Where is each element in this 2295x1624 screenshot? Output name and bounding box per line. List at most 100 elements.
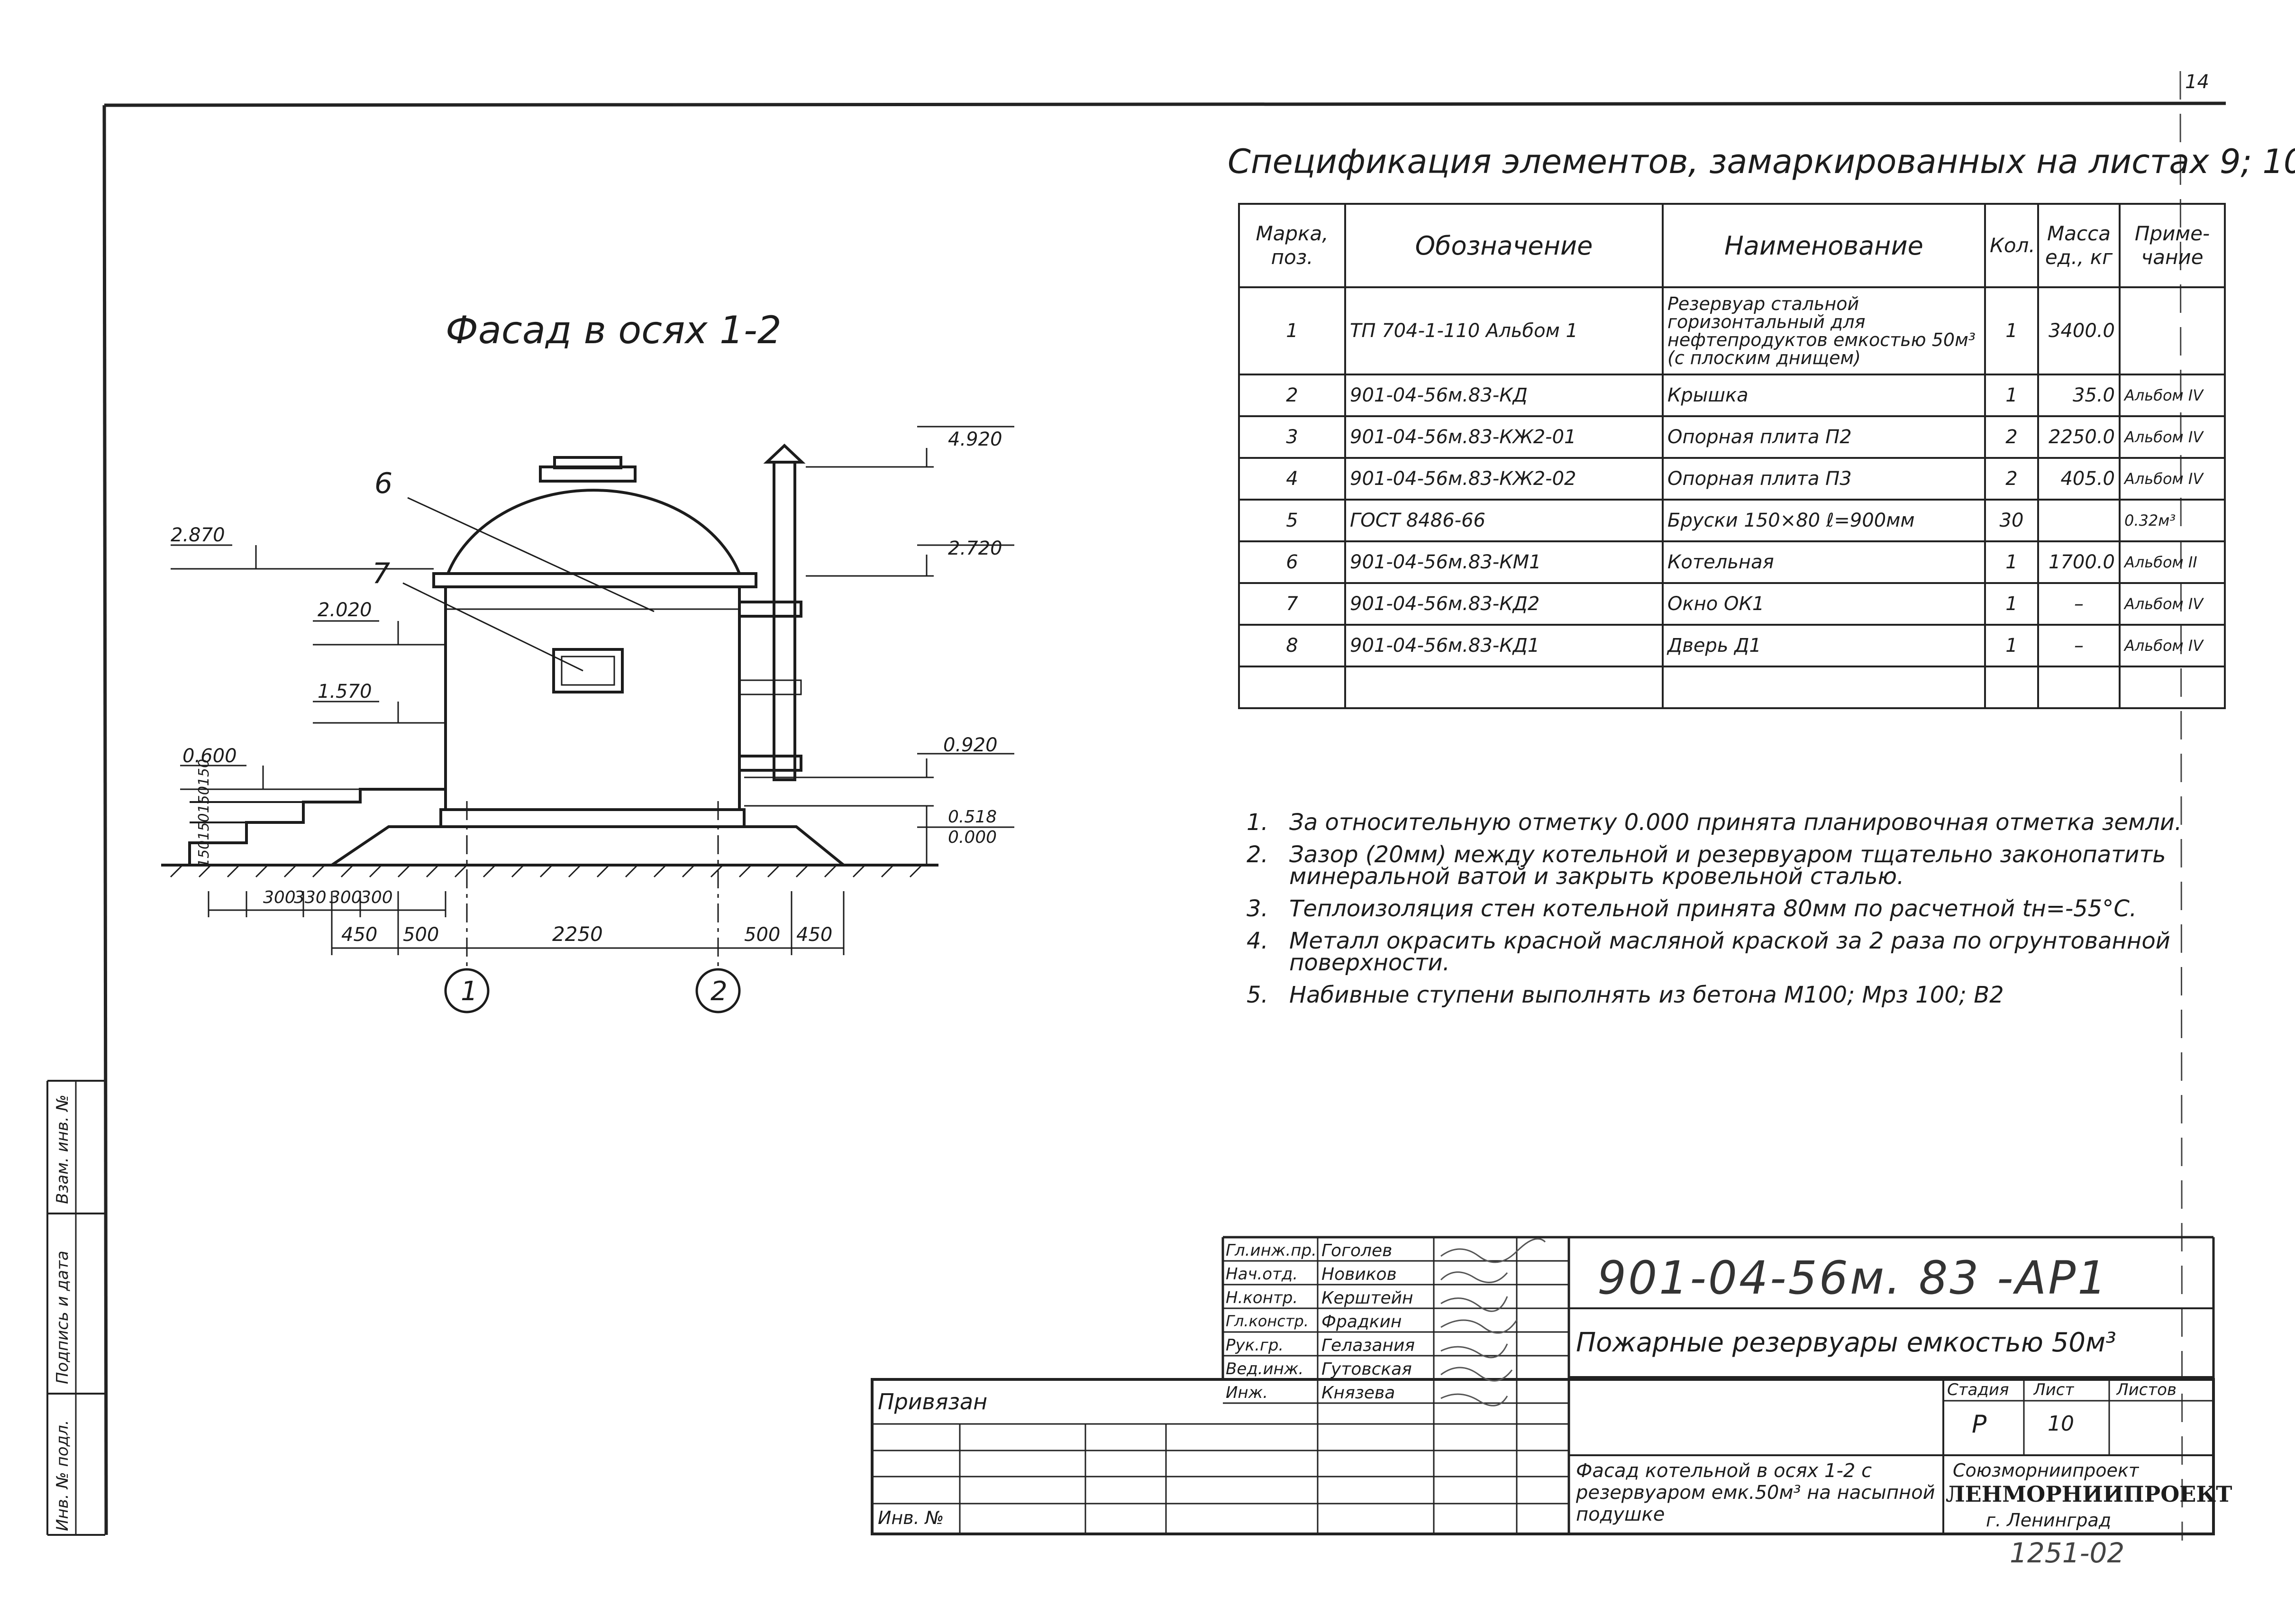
cell-mark: 3 xyxy=(1238,415,1346,459)
cell-name: Котельная xyxy=(1662,540,1986,584)
org-line1: Союзморниипроект xyxy=(1953,1460,2139,1481)
boiler-dome xyxy=(446,489,741,575)
header-mass: Масса ед., кг xyxy=(2037,203,2121,288)
dim-300-c: 300 xyxy=(360,888,393,907)
cell-name: Опорная плита П2 xyxy=(1662,415,1986,459)
cell-mass xyxy=(2037,499,2121,542)
table-row: 7 901-04-56м.83-КД2 Окно ОК1 1 – Альбом … xyxy=(1238,582,2226,626)
tb-name-7: Князева xyxy=(1321,1383,1395,1403)
table-row: 2 901-04-56м.83-КД Крышка 1 35.0 Альбом … xyxy=(1238,374,2226,417)
cell-qty: 2 xyxy=(1984,457,2039,501)
cell-name xyxy=(1662,666,1986,709)
cell-mass xyxy=(2037,666,2121,709)
dim-500-left: 500 xyxy=(403,924,439,946)
cell-note: Альбом II xyxy=(2119,540,2226,584)
dim-300-b: 300 xyxy=(329,888,362,907)
stage-value: Р xyxy=(1972,1410,1987,1439)
tb-role-3: Н.контр. xyxy=(1226,1288,1298,1307)
cell-qty: 1 xyxy=(1984,624,2039,667)
facade-drawing: 4.920 2.720 2.870 2.020 1.570 0.600 0.92… xyxy=(161,426,1014,1013)
note-item: 2.Зазор (20мм) между котельной и резерву… xyxy=(1247,843,2204,888)
stage-header: Стадия xyxy=(1947,1380,2009,1399)
axis-bubble-2 xyxy=(695,968,741,1013)
drawing-title: Фасад в осях 1-2 xyxy=(446,308,782,352)
elev-0600: 0.600 xyxy=(182,745,237,767)
cell-qty: 1 xyxy=(1984,374,2039,417)
cell-designation: 901-04-56м.83-КД2 xyxy=(1344,582,1664,626)
cell-qty: 1 xyxy=(1984,582,2039,626)
tb-role-6: Вед.инж. xyxy=(1226,1359,1304,1378)
sheets-header: Листов xyxy=(2116,1380,2177,1399)
cell-name: Дверь Д1 xyxy=(1662,624,1986,667)
cell-note xyxy=(2119,286,2226,375)
elev-0920: 0.920 xyxy=(943,734,998,756)
header-mark: Марка, поз. xyxy=(1238,203,1346,288)
cell-designation: ГОСТ 8486-66 xyxy=(1344,499,1664,542)
axis-label-2: 2 xyxy=(710,976,728,1007)
tb-name-2: Новиков xyxy=(1321,1265,1397,1284)
cell-mark: 2 xyxy=(1238,374,1346,417)
note-number: 4. xyxy=(1247,928,1268,954)
cell-designation: 901-04-56м.83-КЖ2-02 xyxy=(1344,457,1664,501)
cell-mark: 1 xyxy=(1238,286,1346,375)
cell-mark: 8 xyxy=(1238,624,1346,667)
note-number: 3. xyxy=(1247,895,1268,922)
dim-2250: 2250 xyxy=(552,922,603,946)
notes-list: 1.За относительную отметку 0.000 принята… xyxy=(1247,809,2204,1016)
cell-name: Опорная плита П3 xyxy=(1662,457,1986,501)
cell-designation: 901-04-56м.83-КД1 xyxy=(1344,624,1664,667)
cell-mark: 6 xyxy=(1238,540,1346,584)
tb-name-6: Гутовская xyxy=(1321,1359,1412,1379)
drawing-code: 901-04-56м. 83 -АР1 xyxy=(1597,1251,2109,1305)
note-text: Набивные ступени выполнять из бетона М10… xyxy=(1289,982,2004,1008)
cell-mass: 405.0 xyxy=(2037,457,2121,501)
cell-mark: 5 xyxy=(1238,499,1346,542)
cell-note xyxy=(2119,666,2226,709)
cell-designation: 901-04-56м.83-КМ1 xyxy=(1344,540,1664,584)
spec-header-row: Марка, поз. Обозначение Наименование Кол… xyxy=(1238,203,2226,288)
cell-name: Бруски 150×80 ℓ=900мм xyxy=(1662,499,1986,542)
table-row xyxy=(1238,666,2226,709)
tb-role-5: Рук.гр. xyxy=(1226,1336,1284,1355)
note-item: 3.Теплоизоляция стен котельной принята 8… xyxy=(1247,895,2204,922)
tb-role-7: Инж. xyxy=(1226,1383,1268,1402)
header-name: Наименование xyxy=(1662,203,1986,288)
spec-table: Марка, поз. Обозначение Наименование Кол… xyxy=(1238,203,2226,709)
note-item: 4. Металл окрасить красной масляной краск… xyxy=(1247,930,2204,974)
org-city: г. Ленинград xyxy=(1986,1510,2112,1531)
cell-qty: 2 xyxy=(1984,415,2039,459)
cell-qty: 1 xyxy=(1984,540,2039,584)
tb-role-4: Гл.констр. xyxy=(1226,1312,1309,1330)
header-designation: Обозначение xyxy=(1344,203,1664,288)
cell-mass: 3400.0 xyxy=(2037,286,2121,375)
elev-1570: 1.570 xyxy=(318,681,372,703)
elev-2720: 2.720 xyxy=(948,538,1002,559)
cell-designation: ТП 704-1-110 Альбом 1 xyxy=(1344,286,1664,375)
tb-role-1: Гл.инж.пр. xyxy=(1226,1241,1316,1260)
project-name: Пожарные резервуары емкостью 50м³ xyxy=(1576,1327,2116,1358)
note-number: 1. xyxy=(1247,809,1268,836)
sheet-title: Фасад котельной в осях 1-2 с резервуаром… xyxy=(1576,1460,1935,1525)
note-text: Металл окрасить красной масляной краской… xyxy=(1289,928,2170,976)
cell-name: Крышка xyxy=(1662,374,1986,417)
note-item: 1.За относительную отметку 0.000 принята… xyxy=(1247,809,2204,836)
cell-qty xyxy=(1984,666,2039,709)
spec-title: Спецификация элементов, замаркированных … xyxy=(1228,142,2295,181)
sheet-value: 10 xyxy=(2048,1412,2074,1436)
header-note: Приме- чание xyxy=(2119,203,2226,288)
cell-designation: 901-04-56м.83-КЖ2-01 xyxy=(1344,415,1664,459)
cell-name: Резервуар стальной горизонтальный для не… xyxy=(1662,286,1986,375)
cell-note: Альбом IV xyxy=(2119,374,2226,417)
tb-name-3: Керштейн xyxy=(1321,1288,1413,1308)
table-row: 3 901-04-56м.83-КЖ2-01 Опорная плита П2 … xyxy=(1238,415,2226,459)
cell-qty: 1 xyxy=(1984,286,2039,375)
elev-0518: 0.518 xyxy=(948,807,997,827)
cell-note: Альбом IV xyxy=(2119,457,2226,501)
cell-qty: 30 xyxy=(1984,499,2039,542)
sand-cushion xyxy=(331,825,845,867)
table-row: 1 ТП 704-1-110 Альбом 1 Резервуар стальн… xyxy=(1238,286,2226,375)
cell-mass: – xyxy=(2037,624,2121,667)
header-qty: Кол. xyxy=(1984,203,2039,288)
table-row: 5 ГОСТ 8486-66 Бруски 150×80 ℓ=900мм 30 … xyxy=(1238,499,2226,542)
